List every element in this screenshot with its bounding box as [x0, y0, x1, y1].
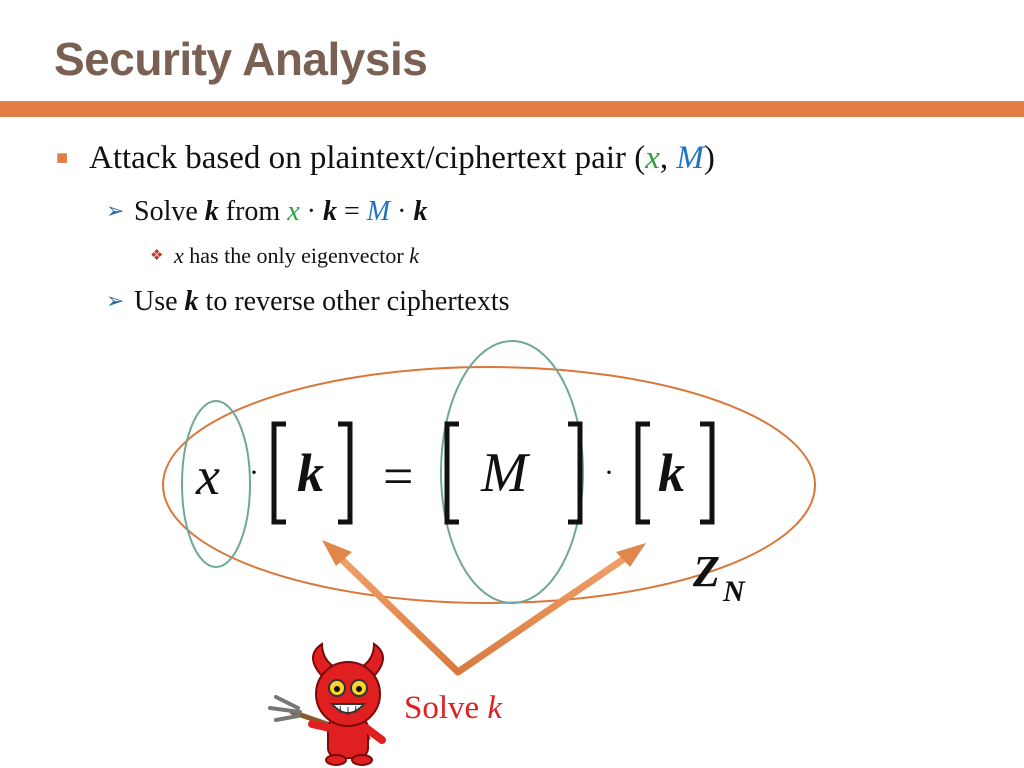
eq-dot-2: · — [604, 456, 614, 489]
x-highlight-ellipse — [181, 400, 251, 568]
solve-k-annotation: Solve k — [404, 690, 503, 726]
devil-icon — [268, 642, 386, 766]
eq-k-2: k — [658, 443, 685, 503]
bracket-right-k — [338, 421, 353, 525]
bracket-left-k2 — [635, 421, 650, 525]
ring-ellipse — [162, 366, 816, 604]
eq-equals: = — [383, 446, 413, 506]
square-bullet-icon: ■ — [56, 147, 69, 169]
bracket-right-M — [568, 421, 583, 525]
ring-N-subscript: N — [722, 575, 746, 608]
bullet-level2-solve: ➢Solve k from x · k = M · k — [106, 196, 428, 227]
arrow-bullet-icon: ➢ — [106, 288, 125, 313]
slide-title: Security Analysis — [54, 33, 428, 85]
bracket-left-M — [444, 421, 459, 525]
arrow-to-k-right — [454, 548, 638, 676]
arrowhead-left-icon — [322, 540, 352, 566]
arrow-to-k-left — [328, 546, 462, 676]
eq-x: x — [195, 446, 220, 506]
title-underline-bar — [0, 101, 1024, 117]
attack-arrows — [322, 540, 646, 676]
eq-dot-1: · — [249, 456, 259, 489]
bracket-right-k2 — [700, 421, 715, 525]
arrowhead-right-icon — [616, 543, 646, 567]
ring-Z: Z — [692, 547, 720, 596]
M-highlight-ellipse — [440, 340, 584, 604]
eq-k-1: k — [297, 443, 324, 503]
bullet-level2-use: ➢Use k to reverse other ciphertexts — [106, 286, 510, 317]
diamond-star-bullet-icon: ❖ — [150, 248, 164, 264]
bullet-level1: ■Attack based on plaintext/ciphertext pa… — [56, 140, 715, 176]
bracket-left-k — [271, 421, 286, 525]
bullet-level3-eigenvector: ❖x has the only eigenvector k — [150, 243, 419, 268]
arrow-bullet-icon: ➢ — [106, 198, 125, 223]
eq-M: M — [480, 442, 531, 504]
